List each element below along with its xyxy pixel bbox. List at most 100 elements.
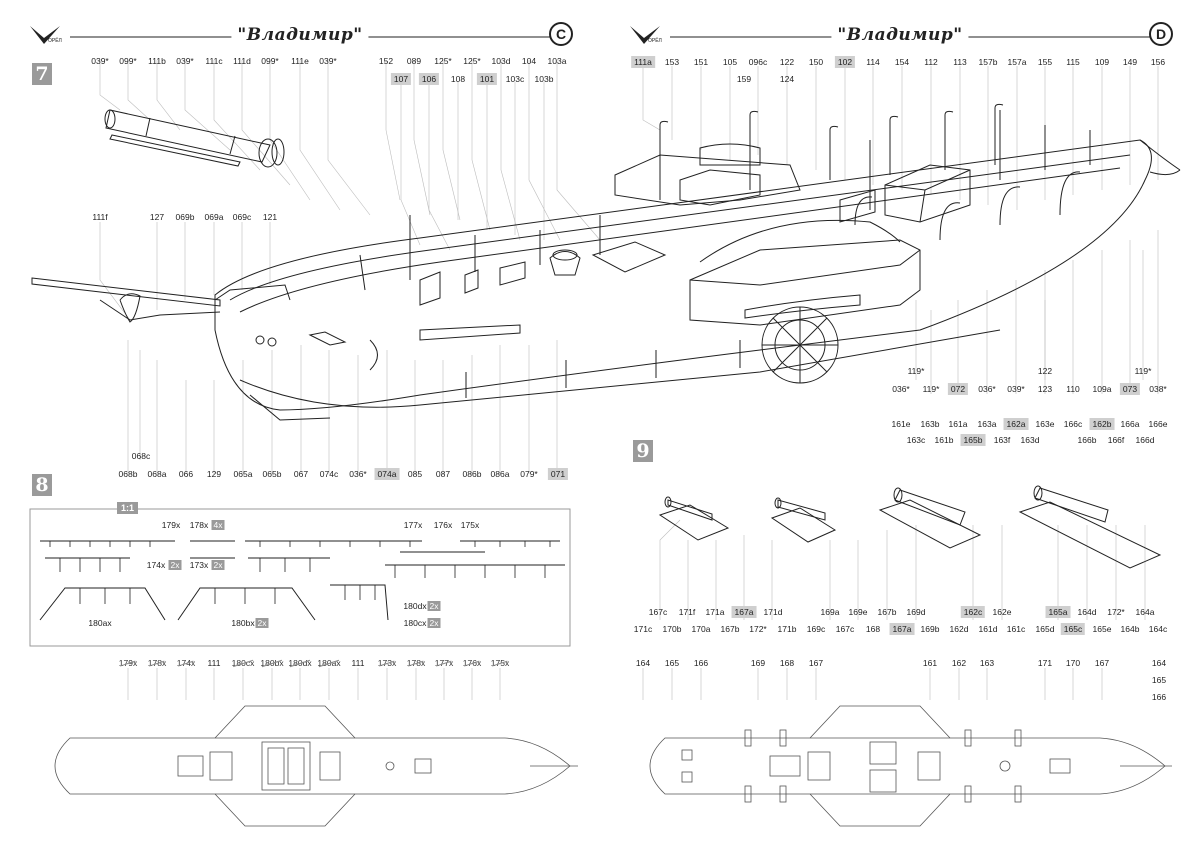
part-label: 105 (722, 57, 738, 67)
part-label: 163c (906, 435, 926, 445)
part-label: 103c (505, 74, 525, 84)
part-label: 166e (1148, 419, 1168, 429)
part-label: 157a (1007, 57, 1027, 67)
brand-logo-text-right: ОРЁЛ (648, 38, 662, 44)
part-label: 157b (978, 57, 998, 67)
part-label: 122 (1037, 366, 1053, 376)
part-label-used: 180cx (231, 658, 255, 668)
part-label: 119* (1134, 366, 1152, 376)
part-label: 164a (1135, 607, 1155, 617)
part-label-highlight: 106 (418, 73, 440, 85)
part-label: 036* (892, 384, 910, 394)
part-label: 178x (189, 520, 209, 530)
part-label-highlight: 071 (547, 468, 569, 480)
part-label-used: 177x (434, 658, 454, 668)
part-label: 180bx (231, 618, 255, 628)
part-label: 159 (736, 74, 752, 84)
part-label-used: 180ax (317, 658, 341, 668)
part-label-highlight: 101 (476, 73, 498, 85)
part-label: 163 (979, 658, 995, 668)
part-label-highlight: 162c (960, 606, 986, 618)
part-label: 161 (922, 658, 938, 668)
part-label-used: 173x (377, 658, 397, 668)
part-label: 112 (924, 57, 938, 67)
part-label: 109 (1094, 57, 1110, 67)
part-label: 163a (977, 419, 997, 429)
deck-plan-drawings (54, 705, 1172, 827)
part-label-highlight: 165a (1045, 606, 1071, 618)
part-label: 109a (1092, 384, 1112, 394)
part-label: 039* (91, 56, 109, 66)
part-label: 111 (351, 658, 365, 668)
part-label-highlight: 102 (834, 56, 856, 68)
part-label: 069a (204, 212, 224, 222)
part-label: 161d (978, 624, 998, 634)
part-label: 164c (1148, 624, 1168, 634)
part-label: 163b (920, 419, 940, 429)
part-label: 129 (206, 469, 222, 479)
part-label: 151 (693, 57, 709, 67)
part-label: 065b (262, 469, 282, 479)
part-label: 171f (678, 607, 696, 617)
step-number-9: 9 (633, 440, 653, 462)
part-label: 172* (1107, 607, 1125, 617)
part-label: 039* (176, 56, 194, 66)
part-label: 180cx (403, 618, 427, 628)
part-label: 103a (547, 56, 567, 66)
part-label: 068b (118, 469, 138, 479)
part-label: 164 (635, 658, 651, 668)
part-label: 069b (175, 212, 195, 222)
part-label: 111e (291, 56, 309, 66)
part-label: 079* (520, 469, 538, 479)
part-label: 086a (490, 469, 510, 479)
part-label: 119* (907, 366, 925, 376)
step-number-7: 7 (32, 63, 52, 85)
leader-lines (99, 60, 1159, 700)
part-label-highlight: 165c (1060, 623, 1086, 635)
part-label: 036* (349, 469, 367, 479)
rail-sheet-drawing (29, 508, 571, 647)
part-label-used: 176x (462, 658, 482, 668)
part-label: 172* (749, 624, 767, 634)
part-label: 171a (705, 607, 725, 617)
part-label: 065a (233, 469, 253, 479)
part-label-used: 179x (118, 658, 138, 668)
part-label: 114 (866, 57, 880, 67)
part-label: 180ax (88, 618, 112, 628)
part-label: 086b (462, 469, 482, 479)
part-label: 036* (978, 384, 996, 394)
quantity-badge: 2x (168, 560, 182, 570)
part-label: 165d (1035, 624, 1055, 634)
part-label: 087 (435, 469, 451, 479)
part-label: 108 (450, 74, 466, 84)
part-label: 122 (779, 57, 795, 67)
brand-logo-left (30, 26, 60, 44)
part-label: 150 (808, 57, 824, 67)
page-letter-left: C (549, 22, 573, 46)
part-label: 179x (161, 520, 181, 530)
part-label: 111c (205, 56, 223, 66)
part-label: 170a (691, 624, 711, 634)
telescope-drawing (104, 109, 285, 168)
part-label: 111d (233, 56, 251, 66)
part-label: 173x (189, 560, 209, 570)
part-label: 074c (319, 469, 339, 479)
part-label: 164 (1151, 658, 1167, 668)
part-label: 103b (534, 74, 554, 84)
part-label-highlight: 162a (1003, 418, 1029, 430)
part-label: 127 (149, 212, 165, 222)
part-label: 166f (1107, 435, 1125, 445)
part-label: 161e (891, 419, 911, 429)
part-label: 171c (633, 624, 653, 634)
part-label: 167 (808, 658, 824, 668)
part-label: 069c (232, 212, 252, 222)
part-label: 167c (648, 607, 668, 617)
part-label: 175x (460, 520, 480, 530)
part-label: 039* (1007, 384, 1025, 394)
brand-logo-right (630, 26, 660, 44)
brand-logo-text-left: ОРЁЛ (48, 38, 62, 44)
part-label: 166b (1077, 435, 1097, 445)
part-label: 119* (922, 384, 940, 394)
part-label: 164d (1077, 607, 1097, 617)
